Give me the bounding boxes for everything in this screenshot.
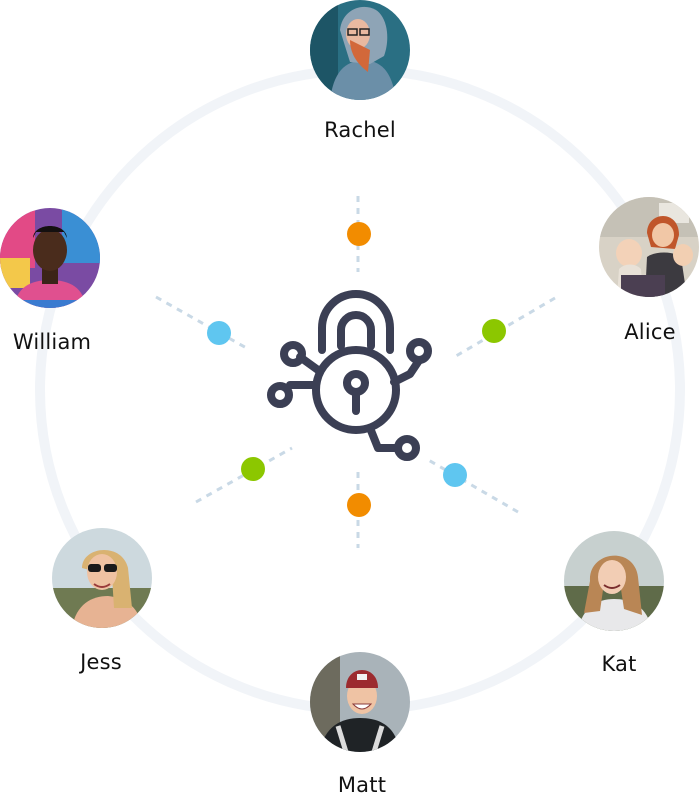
avatar-william [0, 208, 100, 308]
avatar-rachel [310, 0, 410, 100]
person-name-alice: Alice [624, 320, 676, 344]
node-dot-orange-top [347, 222, 371, 246]
node-dot-green-left [241, 457, 265, 481]
avatar-jess [52, 528, 152, 628]
node-dot-blue-left [207, 321, 231, 345]
node-dot-blue-right [443, 463, 467, 487]
person-name-matt: Matt [337, 773, 387, 797]
node-dot-green-right [482, 319, 506, 343]
person-name-william: William [12, 330, 92, 354]
padlock-circuit-icon [267, 290, 432, 461]
avatar-matt [310, 652, 410, 752]
connector-upper-right [455, 296, 556, 358]
connector-lower-right [424, 456, 519, 514]
person-name-jess: Jess [80, 650, 122, 674]
avatar-kat [564, 531, 664, 631]
avatar-alice [599, 197, 699, 297]
connector-upper-left [155, 295, 251, 352]
node-dot-orange-bottom [347, 493, 371, 517]
person-name-rachel: Rachel [324, 118, 396, 142]
person-name-kat: Kat [601, 652, 637, 676]
